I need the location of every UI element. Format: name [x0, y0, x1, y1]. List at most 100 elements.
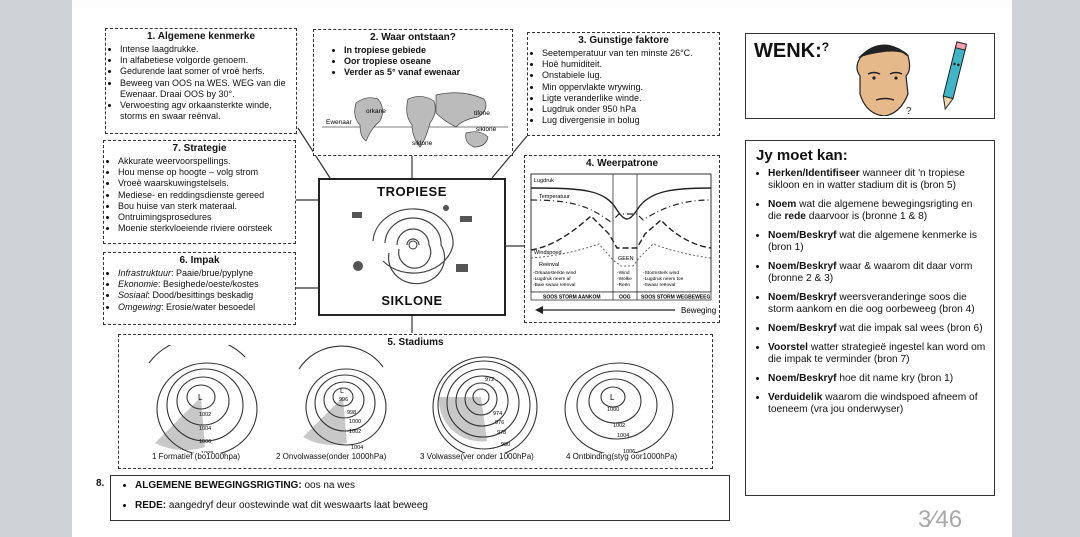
world-map: Ewenaar orkane tifone siklone siklone — [322, 92, 508, 148]
isobar-label: 1000 — [349, 419, 361, 425]
stage-decay-diagram: L 1000 1002 1004 1006 — [564, 362, 674, 453]
box-stages: 5. Stadiums L 1002 1004 1006 1008 — [118, 334, 713, 469]
cyclone-eye — [408, 240, 418, 250]
svg-text:?: ? — [906, 106, 912, 116]
center-title-top: TROPIESE — [377, 184, 447, 199]
box-strategy: 7. Strategie Akkurate weervoorspellings.… — [103, 140, 296, 244]
box-weather-patterns: 4. Weerpatrone Lugdruk Temperatuur Winds… — [524, 155, 720, 323]
map-label-orkane: orkane — [366, 108, 386, 115]
learning-goal-item: Noem/Beskryf waar & waarom dit daar vorm… — [768, 261, 986, 285]
americas-shape — [354, 97, 383, 142]
isobar-label: 1002 — [199, 412, 211, 418]
stages-diagrams: L 1002 1004 1006 1008 L 996 998 1000 100… — [148, 345, 674, 453]
learning-goals-box: Jy moet kan: Herken/Identifiseer wanneer… — [745, 140, 995, 496]
thinking-face-icon: ? — [856, 44, 912, 116]
learning-goals-title: Jy moet kan: — [756, 147, 848, 164]
australia-shape — [465, 131, 489, 148]
box1-item: In alfabetiese volgorde genoem. — [120, 55, 296, 66]
left-note: -Lugdruk neem af — [533, 276, 571, 282]
bar-approach: SOOS STORM AANKOM — [543, 295, 601, 301]
isobar-label: 1004 — [351, 445, 363, 451]
debris-tree-icon — [353, 261, 363, 271]
weather-pattern-graph: Lugdruk Temperatuur Windspoed Reënval GE… — [530, 173, 716, 315]
debris-cow-icon — [443, 205, 449, 211]
label-lugdruk: Lugdruk — [534, 178, 554, 184]
box-impact: 6. Impak Infrastruktuur: Paaie/brue/pypl… — [103, 252, 296, 325]
asia-shape — [435, 92, 487, 128]
movement-arrowhead-icon — [535, 306, 543, 314]
box6-item: Sosiaal: Dood/besittings beskadig — [118, 290, 295, 301]
windspeed-line — [530, 215, 712, 251]
mid-note: -Wind — [617, 270, 630, 276]
box6-title: 6. Impak — [179, 255, 220, 266]
mid-note: -Wolke — [617, 276, 632, 282]
box1-item: Beweeg van OOS na WES. WEG van die Ewena… — [120, 78, 296, 100]
box3-item: Lug divergensie in bolug — [542, 115, 719, 126]
box7-item: Moenie sterkvloeiende riviere oorsteek — [118, 223, 295, 234]
cyclone-illustration — [352, 205, 472, 285]
low-marker: L — [610, 393, 615, 402]
box3-item: Ligte veranderlike winde. — [542, 93, 719, 104]
box7-item: Akkurate weervoorspellings. — [118, 156, 295, 167]
isobar-label: 1008 — [201, 451, 213, 453]
box4-title: 4. Weerpatrone — [585, 158, 659, 169]
box-general-characteristics: 1. Algemene kenmerke Intense laagdrukke.… — [105, 28, 297, 134]
box1-title: 1. Algemene kenmerke — [146, 31, 256, 42]
isobar-label: 998 — [347, 410, 356, 416]
hint-title: WENK:? — [754, 40, 830, 62]
map-label-ewenaar: Ewenaar — [326, 119, 352, 126]
label-geen: GEEN — [618, 256, 634, 262]
isobar-label: 1002 — [613, 423, 625, 429]
right-note: -Swaar reënval — [643, 282, 675, 288]
box6-item: Infrastruktuur: Paaie/brue/pyplyne — [118, 268, 295, 279]
isobar-label: 978 — [497, 430, 506, 436]
isobar-label: 1004 — [617, 433, 629, 439]
box2-item: In tropiese gebiede — [344, 45, 512, 56]
isobar-label: 974 — [493, 411, 502, 417]
box7-item: Vroeë waarskuwingstelsels. — [118, 178, 295, 189]
label-beweging: Beweging — [681, 306, 716, 315]
hint-box: WENK:? ? — [745, 33, 995, 119]
isobar-label: 1004 — [199, 426, 211, 432]
left-margin — [0, 0, 72, 537]
isobar-label: 996 — [339, 397, 348, 403]
learning-goal-item: Verduidelik waarom die windspoed afneem … — [768, 392, 986, 416]
learning-goal-item: Noem/Beskryf hoe dit name kry (bron 1) — [768, 373, 986, 385]
box3-item: Seetemperatuur van ten minste 26°C. — [542, 48, 719, 59]
box2-item: Verder as 5° vanaf ewenaar — [344, 67, 512, 78]
movement-summary-box: ALGEMENE BEWEGINGSRIGTING: oos na wes RE… — [110, 475, 730, 521]
debris-house-icon — [352, 212, 362, 218]
question-number: 8. — [96, 478, 105, 489]
bar-eye: OOG — [619, 295, 631, 301]
pressure-line — [530, 187, 712, 220]
box6-item: Omgewing: Erosie/water besoedel — [118, 302, 295, 313]
right-note: -Lugdruk neem toe — [643, 276, 684, 282]
box3-title: 3. Gunstige faktore — [578, 35, 669, 46]
stage-caption: 1 Formatief (bo1000hpa) — [152, 452, 241, 461]
learning-goal-item: Noem wat die algemene bewegingsrigting e… — [768, 199, 986, 223]
box7-item: Mediese- en reddingsdienste gereed — [118, 190, 295, 201]
box5-title: 5. Stadiums — [387, 337, 444, 348]
center-title-bottom: SIKLONE — [381, 293, 443, 308]
stage-bar — [530, 291, 712, 301]
stage-caption: 3 Volwasse(ver onder 1000hPa) — [420, 452, 534, 461]
isobar-label: 972 — [485, 377, 494, 383]
box3-item: Onstabiele lug. — [542, 70, 719, 81]
left-note: -Orkaansterkte wind — [533, 270, 576, 276]
isobar-label: 1006 — [199, 439, 211, 445]
page-number: 3⁄46 — [918, 506, 963, 533]
mid-note: -Reën — [617, 282, 630, 288]
rainfall-line — [530, 243, 712, 267]
learning-goal-item: Noem/Beskryf wat die algemene kenmerke i… — [768, 230, 986, 254]
box1-item: Gedurende laat somer of vroë herfs. — [120, 66, 296, 77]
left-note: -Baie swaar reënval — [533, 282, 575, 288]
box6-item: Ekonomie: Besighede/oeste/kostes — [118, 279, 295, 290]
box7-item: Bou huise van sterk materaal. — [118, 201, 295, 212]
debris-car-icon — [460, 216, 472, 222]
map-label-siklone: siklone — [412, 140, 433, 147]
label-reenval: Reënval — [539, 262, 559, 268]
map-label-siklone: siklone — [476, 126, 497, 133]
box3-item: Min oppervlakte wrywing. — [542, 82, 719, 93]
learning-goal-item: Herken/Identifiseer wanneer dit 'n tropi… — [768, 168, 986, 192]
stage-caption: 2 Onvolwasse(onder 1000hPa) — [276, 452, 387, 461]
